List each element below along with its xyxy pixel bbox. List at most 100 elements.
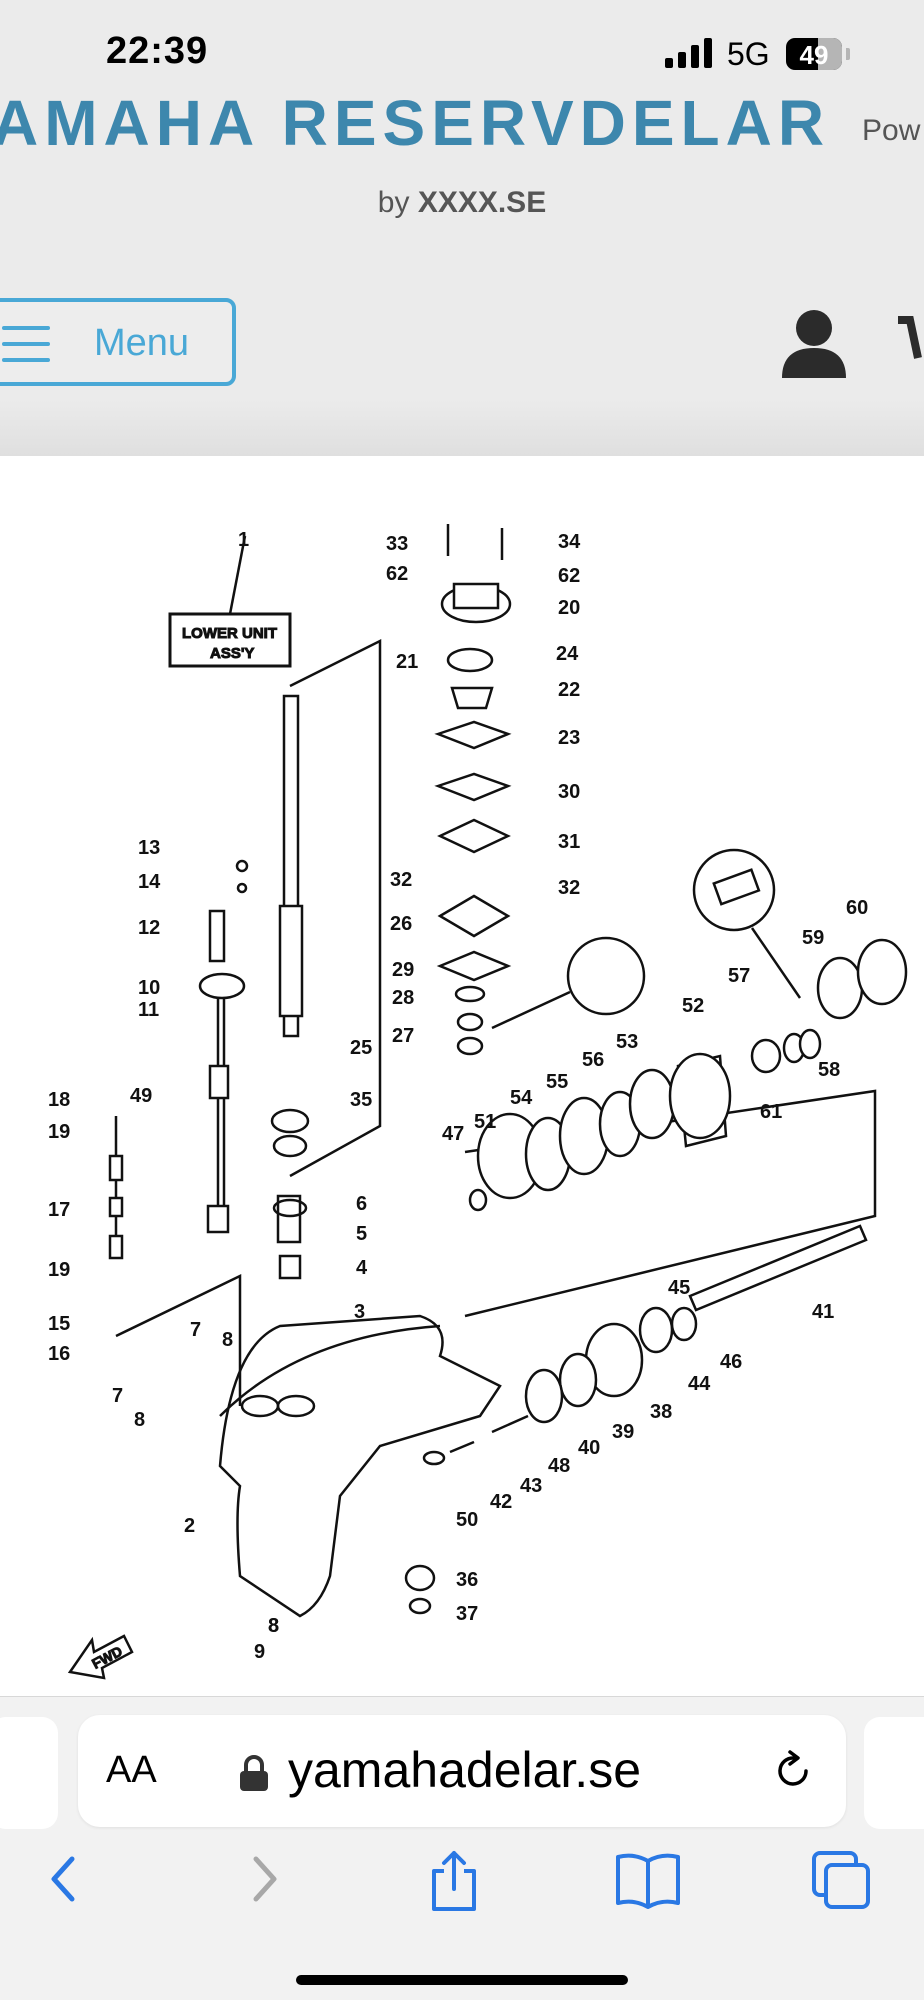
part-number[interactable]: 48 [548, 1455, 570, 1477]
part-number[interactable]: 10 [138, 977, 160, 999]
battery-icon: 49 [786, 38, 842, 70]
part-number[interactable]: 25 [350, 1037, 372, 1059]
part-number[interactable]: 37 [456, 1603, 478, 1625]
part-number[interactable]: 15 [48, 1313, 70, 1335]
part-number[interactable]: 2 [184, 1515, 195, 1537]
part-number[interactable]: 8 [268, 1615, 279, 1637]
part-number[interactable]: 1 [238, 529, 249, 551]
part-number[interactable]: 41 [812, 1301, 834, 1323]
part-number[interactable]: 28 [392, 987, 414, 1009]
part-number[interactable]: 18 [48, 1089, 70, 1111]
part-number[interactable]: 54 [510, 1087, 533, 1109]
part-number[interactable]: 53 [616, 1031, 638, 1053]
lower-unit-label-1: LOWER UNIT [182, 625, 277, 642]
part-number[interactable]: 16 [48, 1343, 70, 1365]
part-number[interactable]: 59 [802, 927, 824, 949]
menu-label: Menu [94, 322, 190, 364]
part-number[interactable]: 35 [350, 1089, 372, 1111]
part-number[interactable]: 56 [582, 1049, 604, 1071]
part-number[interactable]: 21 [396, 651, 418, 673]
part-number[interactable]: 44 [688, 1373, 711, 1395]
header-divider [0, 400, 924, 456]
part-number[interactable]: 50 [456, 1509, 478, 1531]
part-number[interactable]: 36 [456, 1569, 478, 1591]
part-number[interactable]: 4 [356, 1257, 368, 1279]
byline-prefix: by [377, 186, 410, 219]
part-number[interactable]: 19 [48, 1259, 70, 1281]
part-number[interactable]: 60 [846, 897, 868, 919]
part-number[interactable]: 34 [558, 531, 581, 553]
forward-icon[interactable] [244, 1849, 284, 1909]
part-number[interactable]: 7 [190, 1319, 201, 1341]
part-number[interactable]: 33 [386, 533, 408, 555]
tabs-icon[interactable] [810, 1849, 874, 1913]
lower-unit-label-2: ASS'Y [210, 645, 254, 662]
part-number[interactable]: 61 [760, 1101, 782, 1123]
part-number[interactable]: 49 [130, 1085, 152, 1107]
part-number[interactable]: 45 [668, 1277, 690, 1299]
part-number[interactable]: 39 [612, 1421, 634, 1443]
part-number[interactable]: 62 [558, 565, 580, 587]
share-icon[interactable] [426, 1849, 482, 1913]
part-number[interactable]: 7 [112, 1385, 123, 1407]
part-number[interactable]: 62 [386, 563, 408, 585]
bookmarks-icon[interactable] [614, 1849, 682, 1909]
network-type: 5G [727, 36, 770, 72]
part-number[interactable]: 17 [48, 1199, 70, 1221]
previous-tab-preview[interactable] [0, 1717, 58, 1829]
part-number[interactable]: 40 [578, 1437, 600, 1459]
powered-partial-text: Pow [862, 114, 921, 147]
part-number[interactable]: 32 [390, 869, 412, 891]
browser-nav-row [0, 1849, 924, 1919]
back-icon[interactable] [44, 1849, 84, 1909]
part-number[interactable]: 13 [138, 837, 160, 859]
browser-toolbar: AA yamahadelar.se [0, 1696, 924, 2000]
part-number[interactable]: 11 [138, 999, 159, 1021]
part-number[interactable]: 23 [558, 727, 580, 749]
part-number[interactable]: 8 [268, 1615, 279, 1637]
battery-level: 49 [799, 40, 829, 70]
part-number[interactable]: 58 [818, 1059, 840, 1081]
part-number[interactable]: 31 [558, 831, 580, 853]
part-number[interactable]: 46 [720, 1351, 742, 1373]
menu-button[interactable]: Menu [0, 298, 236, 386]
part-number[interactable]: 43 [520, 1475, 542, 1497]
status-bar: 22:39 5G 49 [0, 0, 924, 90]
page-content: LOWER UNIT ASS'Y FWD 1 2 3 4 5 6 7 7 8 8… [0, 456, 924, 1696]
address-bar[interactable]: AA yamahadelar.se [78, 1715, 846, 1827]
url-text[interactable]: yamahadelar.se [288, 1742, 642, 1798]
part-number[interactable]: 27 [392, 1025, 414, 1047]
home-indicator[interactable] [296, 1975, 628, 1985]
part-number[interactable]: 14 [138, 871, 161, 893]
part-number[interactable]: 30 [558, 781, 580, 803]
part-number[interactable]: 52 [682, 995, 704, 1017]
part-number[interactable]: 32 [558, 877, 580, 899]
part-number[interactable]: 8 [222, 1329, 233, 1351]
part-number[interactable]: 3 [354, 1301, 365, 1323]
part-number[interactable]: 42 [490, 1491, 512, 1513]
part-number[interactable]: 26 [390, 913, 412, 935]
part-number[interactable]: 55 [546, 1071, 568, 1093]
part-number[interactable]: 5 [356, 1223, 367, 1245]
byline-site: XXXX.SE [417, 186, 547, 219]
text-size-button[interactable]: AA [106, 1749, 157, 1791]
part-number[interactable]: 47 [442, 1123, 464, 1145]
part-number[interactable]: 8 [134, 1409, 145, 1431]
reload-icon[interactable] [772, 1749, 816, 1793]
part-number[interactable]: 24 [556, 643, 579, 665]
part-number[interactable]: 51 [474, 1111, 496, 1133]
user-icon[interactable] [780, 308, 848, 378]
part-number[interactable]: 29 [392, 959, 414, 981]
part-number[interactable]: 57 [728, 965, 750, 987]
part-number[interactable]: 38 [650, 1401, 672, 1423]
part-number[interactable]: 6 [356, 1193, 367, 1215]
part-number[interactable]: 9 [254, 1641, 265, 1663]
part-number[interactable]: 22 [558, 679, 580, 701]
part-number[interactable]: 19 [48, 1121, 70, 1143]
site-brand[interactable]: AMAHA RESERVDELAR [0, 87, 831, 159]
cart-icon[interactable] [898, 306, 924, 376]
part-number[interactable]: 20 [558, 597, 580, 619]
next-tab-preview[interactable] [864, 1717, 924, 1829]
part-number[interactable]: 12 [138, 917, 160, 939]
parts-diagram: LOWER UNIT ASS'Y FWD 1 2 3 4 5 6 7 7 8 8… [48, 524, 908, 1680]
